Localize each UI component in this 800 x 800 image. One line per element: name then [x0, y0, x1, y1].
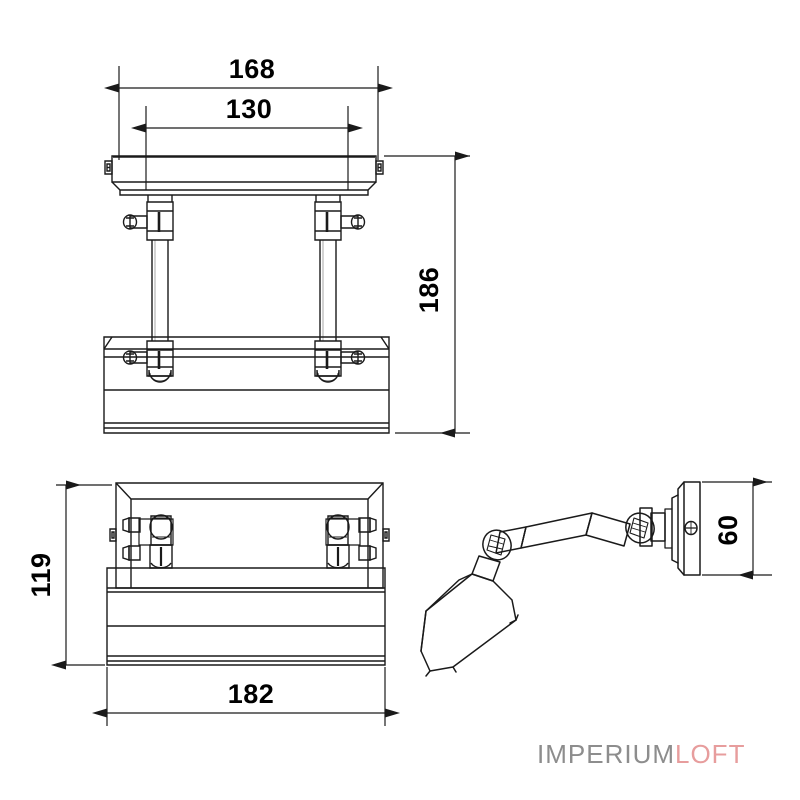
shade-body-plan [106, 567, 386, 666]
right-arm-assembly [314, 195, 366, 383]
dimension-182-label: 182 [228, 679, 275, 709]
imperiumloft-watermark: IMPERIUM LOFT [537, 739, 745, 769]
side-lower-knuckle [482, 529, 512, 561]
ceiling-mount-bar [104, 155, 384, 196]
dimension-186-label: 186 [414, 267, 444, 314]
dimension-168-label: 168 [229, 54, 276, 84]
shade-body-front [103, 336, 390, 434]
watermark-imperium: IMPERIUM [537, 739, 675, 769]
side-arm-tube [495, 512, 631, 554]
side-elevation-view [420, 481, 701, 677]
dimension-168 [104, 66, 393, 160]
dimension-182 [92, 667, 400, 726]
dimension-60-label: 60 [713, 514, 743, 545]
dimension-119 [51, 480, 112, 670]
dimension-60 [702, 477, 772, 580]
left-arm-assembly [122, 195, 174, 383]
side-stem [639, 507, 666, 547]
dimension-186 [384, 151, 470, 438]
watermark-loft: LOFT [675, 739, 745, 769]
side-lamp-shade [420, 573, 519, 677]
plan-view [106, 482, 390, 666]
front-elevation-view [103, 155, 390, 434]
dimension-130 [131, 106, 363, 190]
dimension-130-label: 130 [226, 94, 273, 124]
dimension-119-label: 119 [26, 552, 56, 597]
